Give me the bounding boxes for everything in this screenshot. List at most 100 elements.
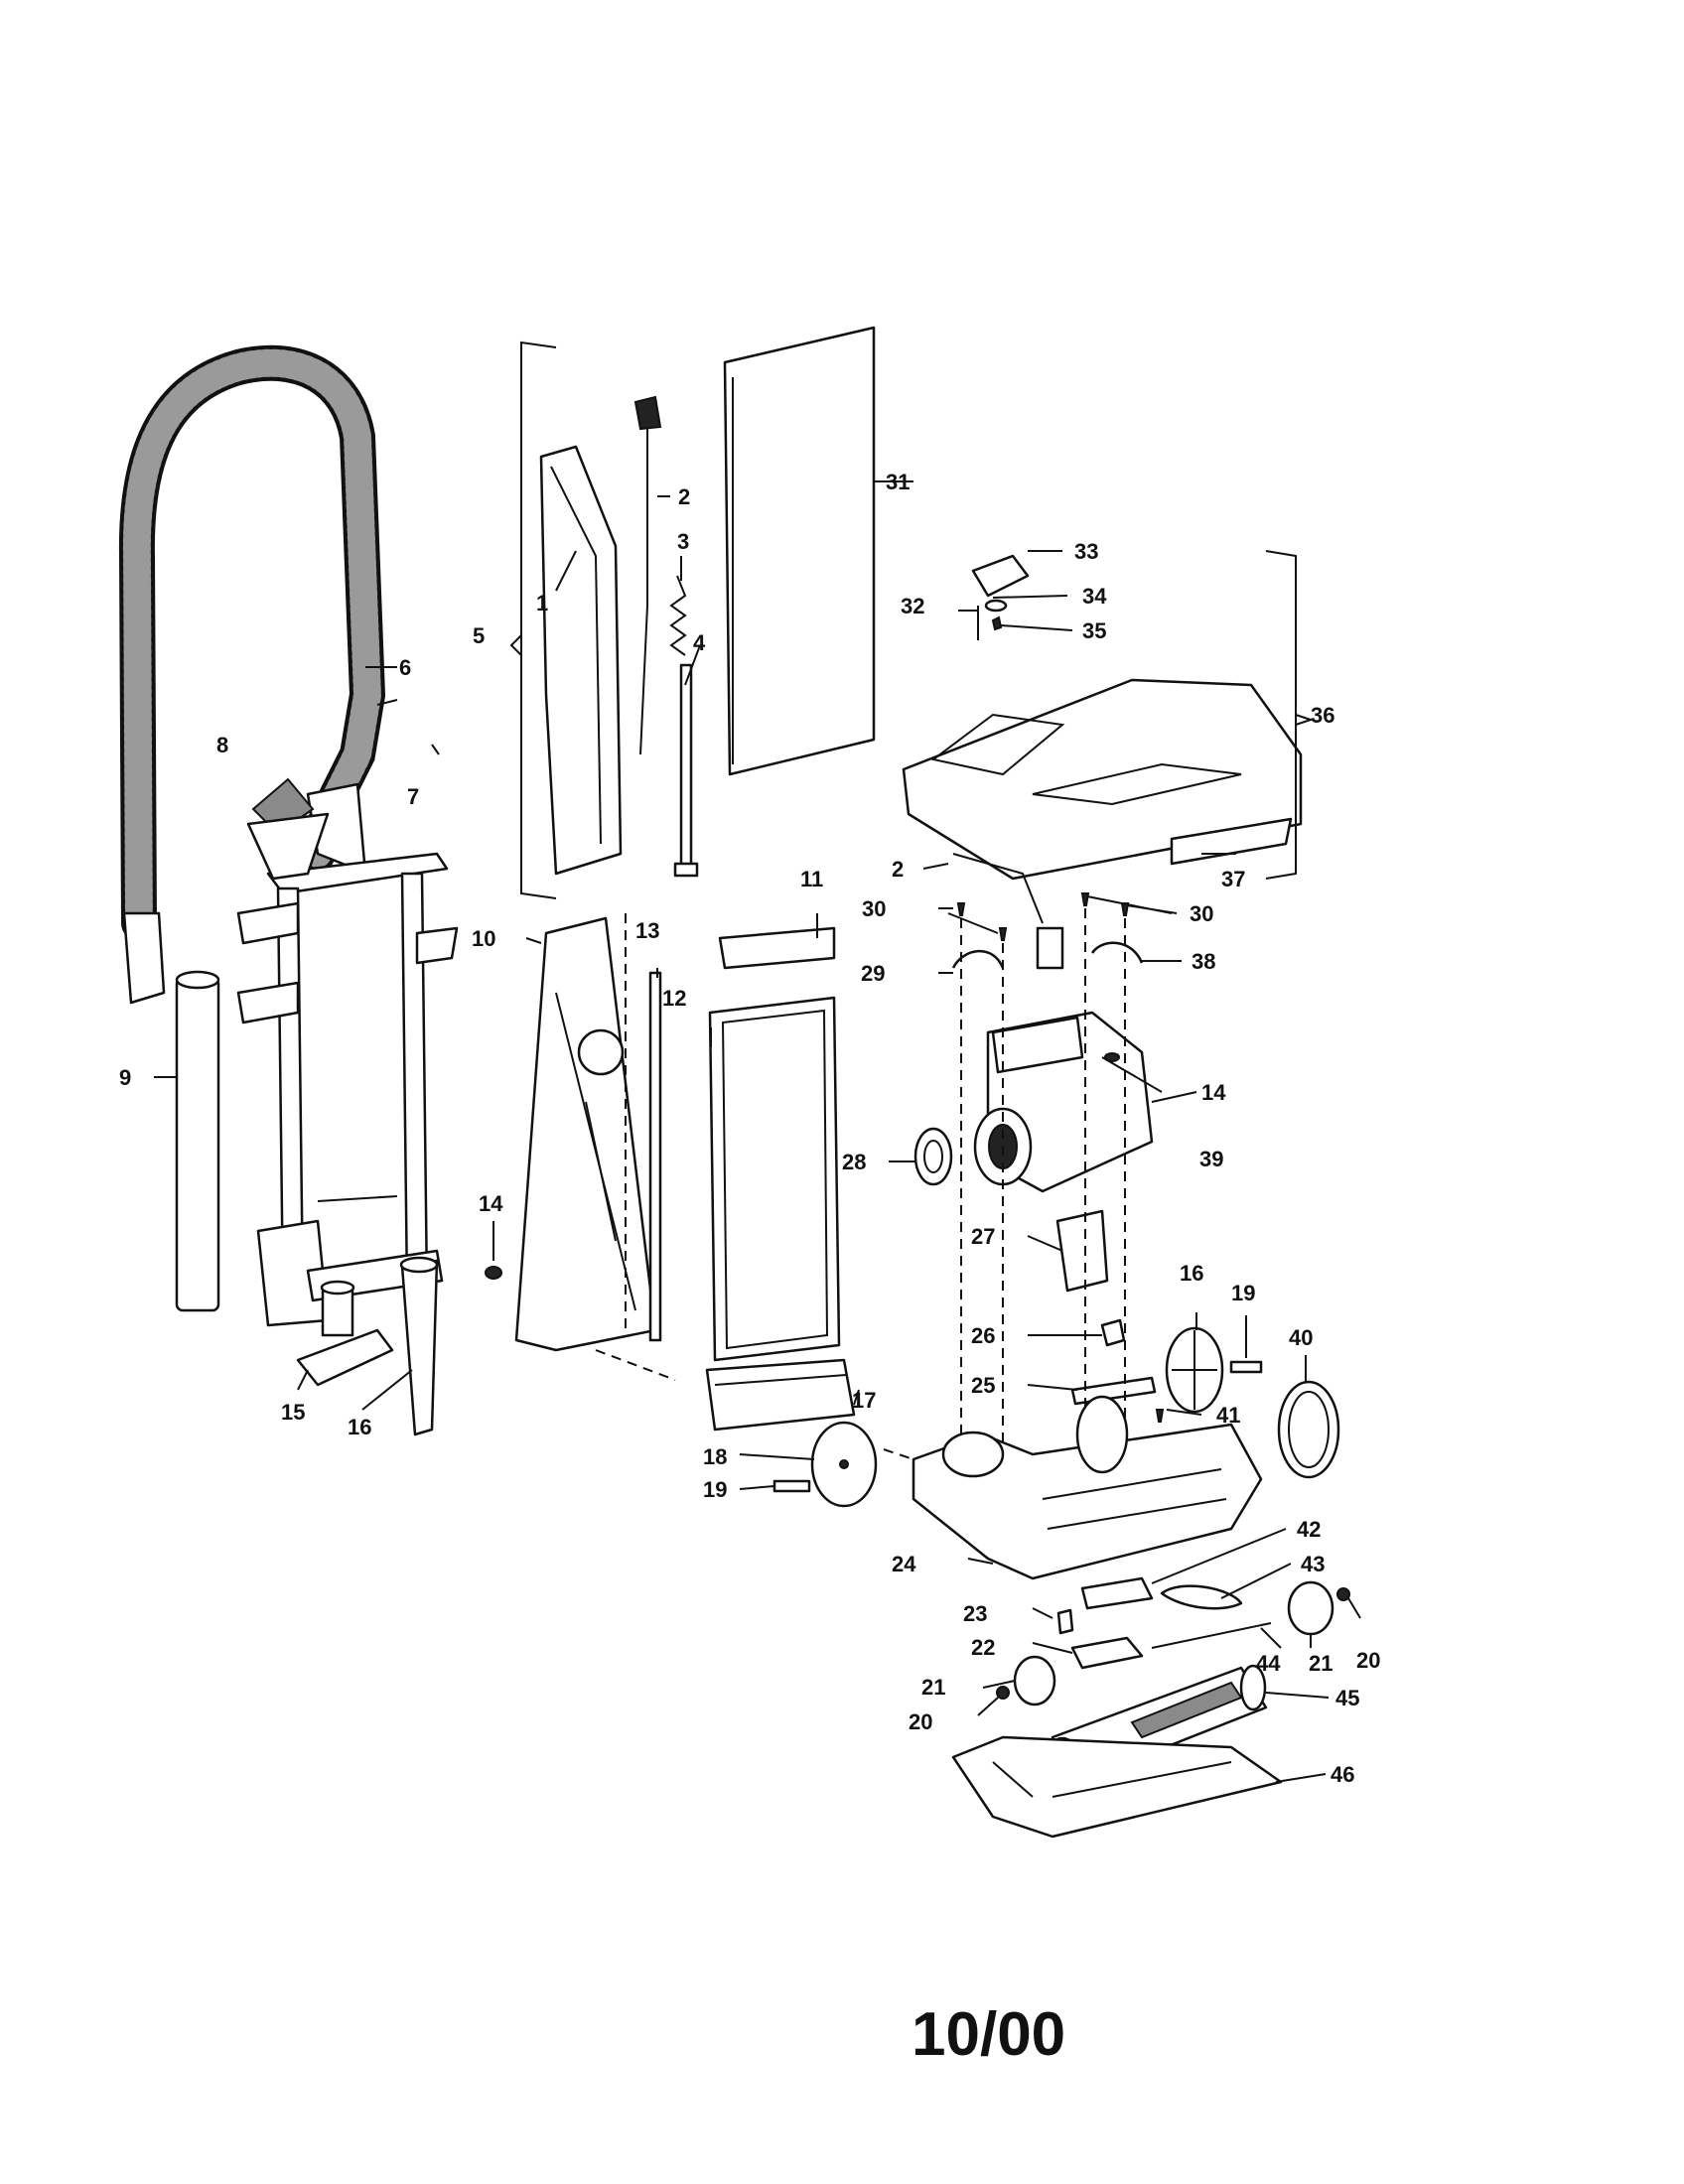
callout-17: 17: [852, 1388, 876, 1413]
belt-part-44: [1151, 1622, 1272, 1649]
power-cord-part-2-lower: [952, 853, 1064, 970]
washer-part-34: [984, 599, 1008, 613]
pedal-part-42: [1080, 1576, 1154, 1610]
hose-part-6: [118, 344, 386, 1005]
knob-part-33: [971, 554, 1030, 598]
screw-part-20-left: [996, 1686, 1010, 1700]
callout-28: 28: [842, 1150, 866, 1174]
callout-16-right: 16: [1180, 1261, 1203, 1286]
callout-41: 41: [1216, 1403, 1240, 1428]
leader-lines: [154, 480, 1361, 1783]
callout-29: 29: [861, 961, 885, 986]
callout-35: 35: [1082, 618, 1106, 643]
screw-part-41: [1155, 1409, 1165, 1423]
hood-assembly-part-36: [902, 550, 1315, 881]
callout-18: 18: [703, 1444, 727, 1469]
callout-14-left: 14: [479, 1191, 503, 1216]
callout-43: 43: [1301, 1552, 1325, 1576]
callout-25: 25: [971, 1373, 995, 1398]
callout-19-right: 19: [1231, 1281, 1255, 1305]
callout-labels: 1 2 3 4 5 6 7 8 9 10 11 12 13 14 14 15 1…: [119, 470, 1380, 1787]
revision-date: 10/00: [912, 2000, 1065, 2069]
end-cap-part-21-left: [1013, 1655, 1056, 1706]
callout-3: 3: [677, 529, 689, 554]
upholstery-tool-part-15: [296, 1280, 394, 1387]
callout-16-left: 16: [348, 1415, 371, 1439]
callout-22: 22: [971, 1635, 995, 1660]
callout-20-left: 20: [909, 1709, 932, 1734]
rear-wheel-part-16: [1165, 1326, 1224, 1414]
spring-part-3: [669, 575, 687, 656]
callout-30-left: 30: [862, 896, 886, 921]
screw-part-20-right: [1336, 1587, 1350, 1601]
bracket-part-22: [1070, 1636, 1144, 1670]
callout-15: 15: [281, 1400, 305, 1425]
clip-part-26: [1100, 1318, 1126, 1347]
screws-part-30: [956, 892, 1130, 941]
bag-housing-part-10: [514, 916, 657, 1352]
callout-36: 36: [1311, 703, 1334, 728]
handle-part-1: [539, 445, 623, 876]
callout-34: 34: [1082, 584, 1107, 609]
rod-part-4: [673, 663, 699, 878]
cord-part-13: [648, 971, 662, 1342]
callout-2-lower: 2: [892, 857, 904, 882]
callout-13: 13: [635, 918, 659, 943]
nozzle-base-part-24: [912, 1395, 1263, 1580]
paper-bag-part-12: [708, 996, 841, 1362]
callout-10: 10: [472, 926, 495, 951]
assembly-guides: [595, 908, 1126, 1469]
callout-6: 6: [399, 655, 411, 680]
bracket-part-29: [951, 949, 1005, 969]
bottom-plate-part-46: [951, 1735, 1283, 1839]
callout-19-left: 19: [703, 1477, 727, 1502]
axle-part-19-left: [772, 1479, 811, 1493]
bag-base-part-17: [705, 1358, 856, 1432]
callout-27: 27: [971, 1224, 995, 1249]
callout-31: 31: [886, 470, 910, 494]
callout-14-right: 14: [1201, 1080, 1226, 1105]
gasket-part-28: [913, 1127, 953, 1186]
end-cap-part-21-right: [1287, 1580, 1334, 1636]
extension-wand-part-9: [175, 970, 220, 1312]
callout-8: 8: [216, 733, 228, 757]
callout-1: 1: [536, 591, 548, 615]
callout-21-left: 21: [921, 1675, 945, 1700]
callout-40: 40: [1289, 1325, 1313, 1350]
callout-11: 11: [800, 867, 823, 891]
bracket-part-27: [1055, 1209, 1109, 1293]
axle-part-19: [1229, 1360, 1263, 1374]
belt-part-40: [1277, 1380, 1340, 1479]
callout-30-right: 30: [1190, 901, 1213, 926]
callout-9: 9: [119, 1065, 131, 1090]
callout-38: 38: [1192, 949, 1215, 974]
hose-adapter-part-8: [246, 777, 330, 881]
crevice-tool-part-16: [399, 1256, 439, 1436]
callout-44: 44: [1256, 1651, 1281, 1676]
clip-part-23: [1056, 1608, 1074, 1635]
callout-23: 23: [963, 1601, 987, 1626]
callout-24: 24: [892, 1552, 916, 1576]
callout-12: 12: [662, 986, 686, 1011]
bracket-part-38: [1090, 941, 1144, 964]
callout-26: 26: [971, 1323, 995, 1348]
cord-wrap-frame-part-7: [236, 852, 459, 1327]
callout-2-top: 2: [678, 484, 690, 509]
callout-39: 39: [1199, 1147, 1223, 1171]
bag-top-part-11: [718, 926, 836, 970]
callout-32: 32: [901, 594, 924, 618]
callout-45: 45: [1335, 1686, 1359, 1710]
callout-37: 37: [1221, 867, 1245, 891]
bag-door-part-31: [723, 326, 876, 776]
handle-bracket-5: [509, 341, 557, 899]
callout-21-right: 21: [1309, 1651, 1333, 1676]
clip-part-35: [991, 615, 1003, 631]
callout-46: 46: [1331, 1762, 1354, 1787]
callout-20-right: 20: [1356, 1648, 1380, 1673]
callout-7: 7: [407, 784, 419, 809]
power-cord-part-2: [633, 395, 662, 755]
callout-33: 33: [1074, 539, 1098, 564]
callout-5: 5: [473, 623, 485, 648]
callout-42: 42: [1297, 1517, 1321, 1542]
